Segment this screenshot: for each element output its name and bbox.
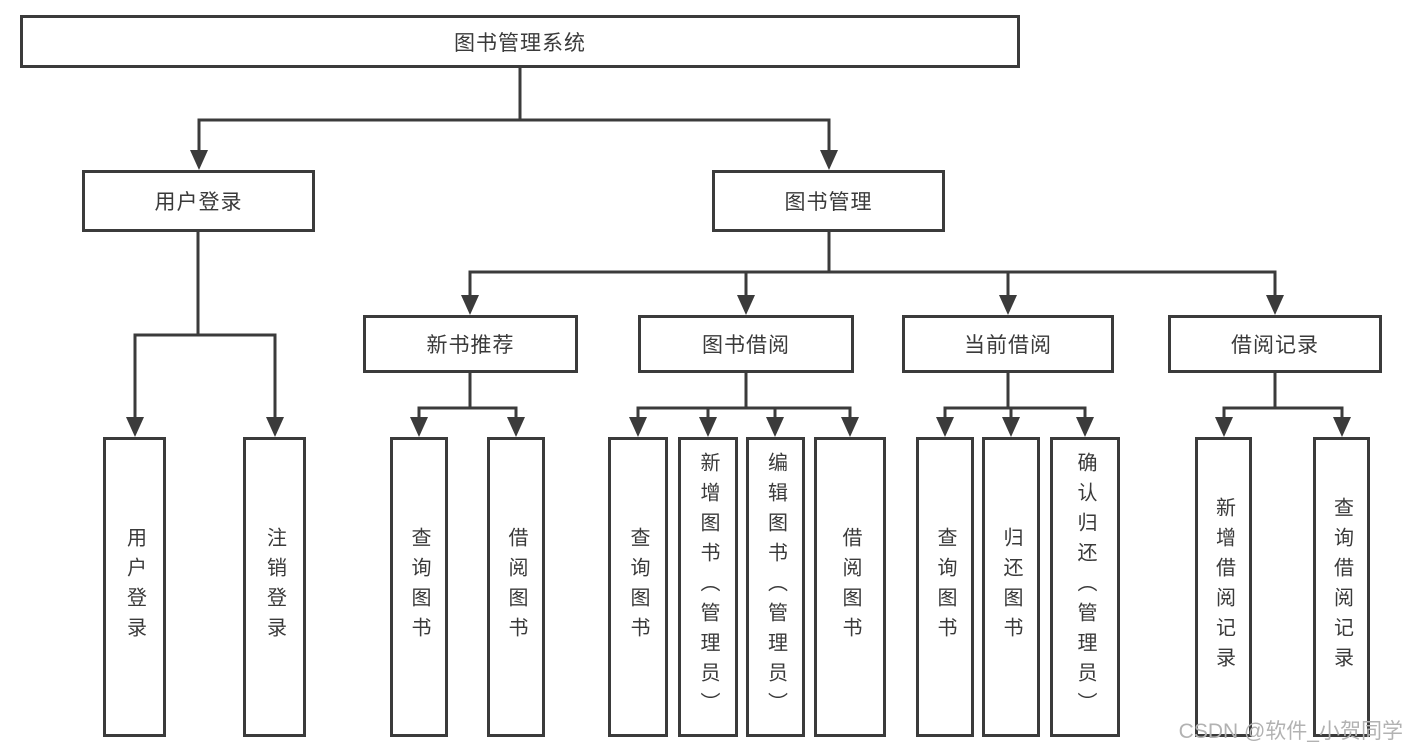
node-label: 注销登录 [263, 527, 286, 647]
arrowhead-down-icon [266, 417, 284, 437]
node-root: 图书管理系统 [20, 15, 1020, 68]
node-leaf-add-borrow-record: 新增借阅记录 [1195, 437, 1252, 737]
node-label: 确认归还（管理员） [1074, 452, 1096, 722]
node-label: 查询图书 [934, 527, 956, 647]
arrowhead-down-icon [1333, 417, 1351, 437]
node-label: 查询图书 [627, 527, 649, 647]
node-new-book-recommend: 新书推荐 [363, 315, 578, 373]
arrowhead-down-icon [936, 417, 954, 437]
arrowhead-down-icon [1215, 417, 1233, 437]
node-label: 借阅图书 [839, 527, 861, 647]
node-leaf-add-books-admin: 新增图书（管理员） [678, 437, 738, 737]
node-label: 新书推荐 [426, 334, 515, 357]
node-book-management: 图书管理 [712, 170, 945, 232]
node-label: 查询借阅记录 [1330, 497, 1353, 677]
node-leaf-user-login: 用户登录 [103, 437, 166, 737]
node-label: 图书管理系统 [454, 31, 586, 55]
arrowhead-down-icon [766, 417, 784, 437]
arrowhead-down-icon [1266, 295, 1284, 315]
node-label: 用户登录 [154, 191, 243, 214]
node-current-borrowing: 当前借阅 [902, 315, 1114, 373]
csdn-watermark: CSDN @软件_小贺同学 [1178, 720, 1403, 743]
node-leaf-logout: 注销登录 [243, 437, 306, 737]
node-borrowing-records: 借阅记录 [1168, 315, 1382, 373]
node-label: 用户登录 [123, 527, 146, 647]
node-leaf-borrow-books-recommend: 借阅图书 [487, 437, 545, 737]
node-leaf-query-borrow-record: 查询借阅记录 [1313, 437, 1370, 737]
node-label: 新增图书（管理员） [697, 452, 719, 722]
arrowhead-down-icon [507, 417, 525, 437]
node-label: 新增借阅记录 [1212, 497, 1235, 677]
node-label: 图书借阅 [702, 334, 790, 357]
node-leaf-confirm-return-admin: 确认归还（管理员） [1050, 437, 1120, 737]
arrowhead-down-icon [999, 295, 1017, 315]
arrowhead-down-icon [841, 417, 859, 437]
arrowhead-down-icon [190, 150, 208, 170]
node-user-login: 用户登录 [82, 170, 315, 232]
node-leaf-query-books-current: 查询图书 [916, 437, 974, 737]
node-book-borrowing: 图书借阅 [638, 315, 854, 373]
node-leaf-return-books: 归还图书 [982, 437, 1040, 737]
arrowhead-down-icon [1076, 417, 1094, 437]
arrowhead-down-icon [629, 417, 647, 437]
arrowhead-down-icon [1002, 417, 1020, 437]
arrowhead-down-icon [699, 417, 717, 437]
arrowhead-down-icon [461, 295, 479, 315]
node-leaf-edit-books-admin: 编辑图书（管理员） [746, 437, 805, 737]
arrowhead-down-icon [820, 150, 838, 170]
node-leaf-query-books-recommend: 查询图书 [390, 437, 448, 737]
node-label: 当前借阅 [964, 334, 1052, 357]
node-label: 查询图书 [408, 527, 430, 647]
node-leaf-borrow-books: 借阅图书 [814, 437, 886, 737]
node-label: 编辑图书（管理员） [764, 452, 787, 722]
node-leaf-query-books-borrow: 查询图书 [608, 437, 668, 737]
node-label: 借阅图书 [505, 527, 527, 647]
arrowhead-down-icon [410, 417, 428, 437]
arrowhead-down-icon [737, 295, 755, 315]
node-label: 归还图书 [1000, 527, 1022, 647]
arrowhead-down-icon [126, 417, 144, 437]
node-label: 借阅记录 [1231, 334, 1319, 357]
node-label: 图书管理 [784, 191, 873, 214]
